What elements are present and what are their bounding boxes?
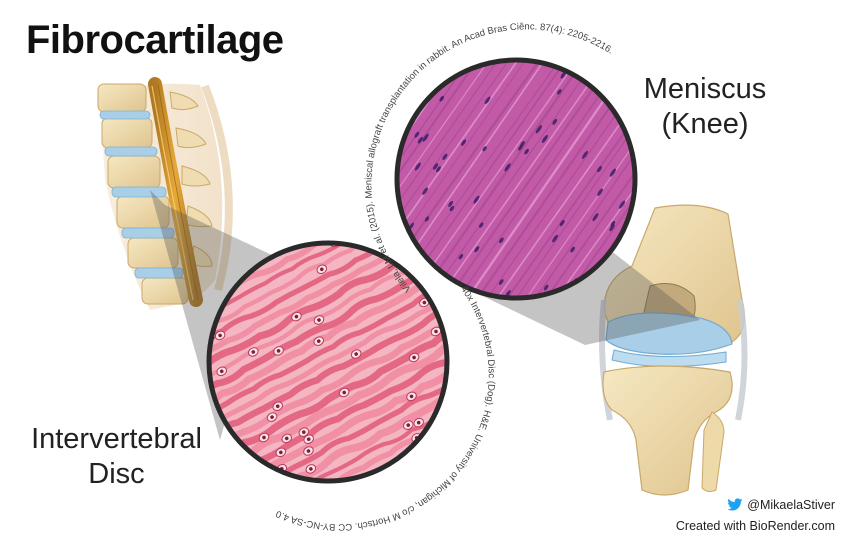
meniscus-micrograph (394, 57, 638, 301)
disc-label-line1: Intervertebral (31, 423, 202, 455)
disc-zoom-cone (150, 190, 272, 440)
disc-label-line2: Disc (88, 458, 145, 490)
meniscus-label-line2: (Knee) (661, 108, 749, 140)
twitter-bird-icon (727, 498, 743, 517)
meniscus-label-line1: Meniscus (643, 73, 767, 105)
page-title: Fibrocartilage (26, 18, 284, 62)
intervertebral-discs (99, 110, 184, 279)
credit-block: @MikaelaStiver Created with BioRender.co… (676, 496, 835, 535)
biorender-credit: Created with BioRender.com (675, 519, 835, 533)
knee-illustration (599, 204, 748, 496)
spine-illustration (97, 77, 233, 310)
disc-label: Intervertebral Disc (14, 422, 219, 492)
meniscus-label: Meniscus (Knee) (620, 72, 790, 142)
twitter-handle[interactable]: @MikaelaStiver (747, 498, 835, 512)
disc-micrograph (206, 240, 450, 484)
